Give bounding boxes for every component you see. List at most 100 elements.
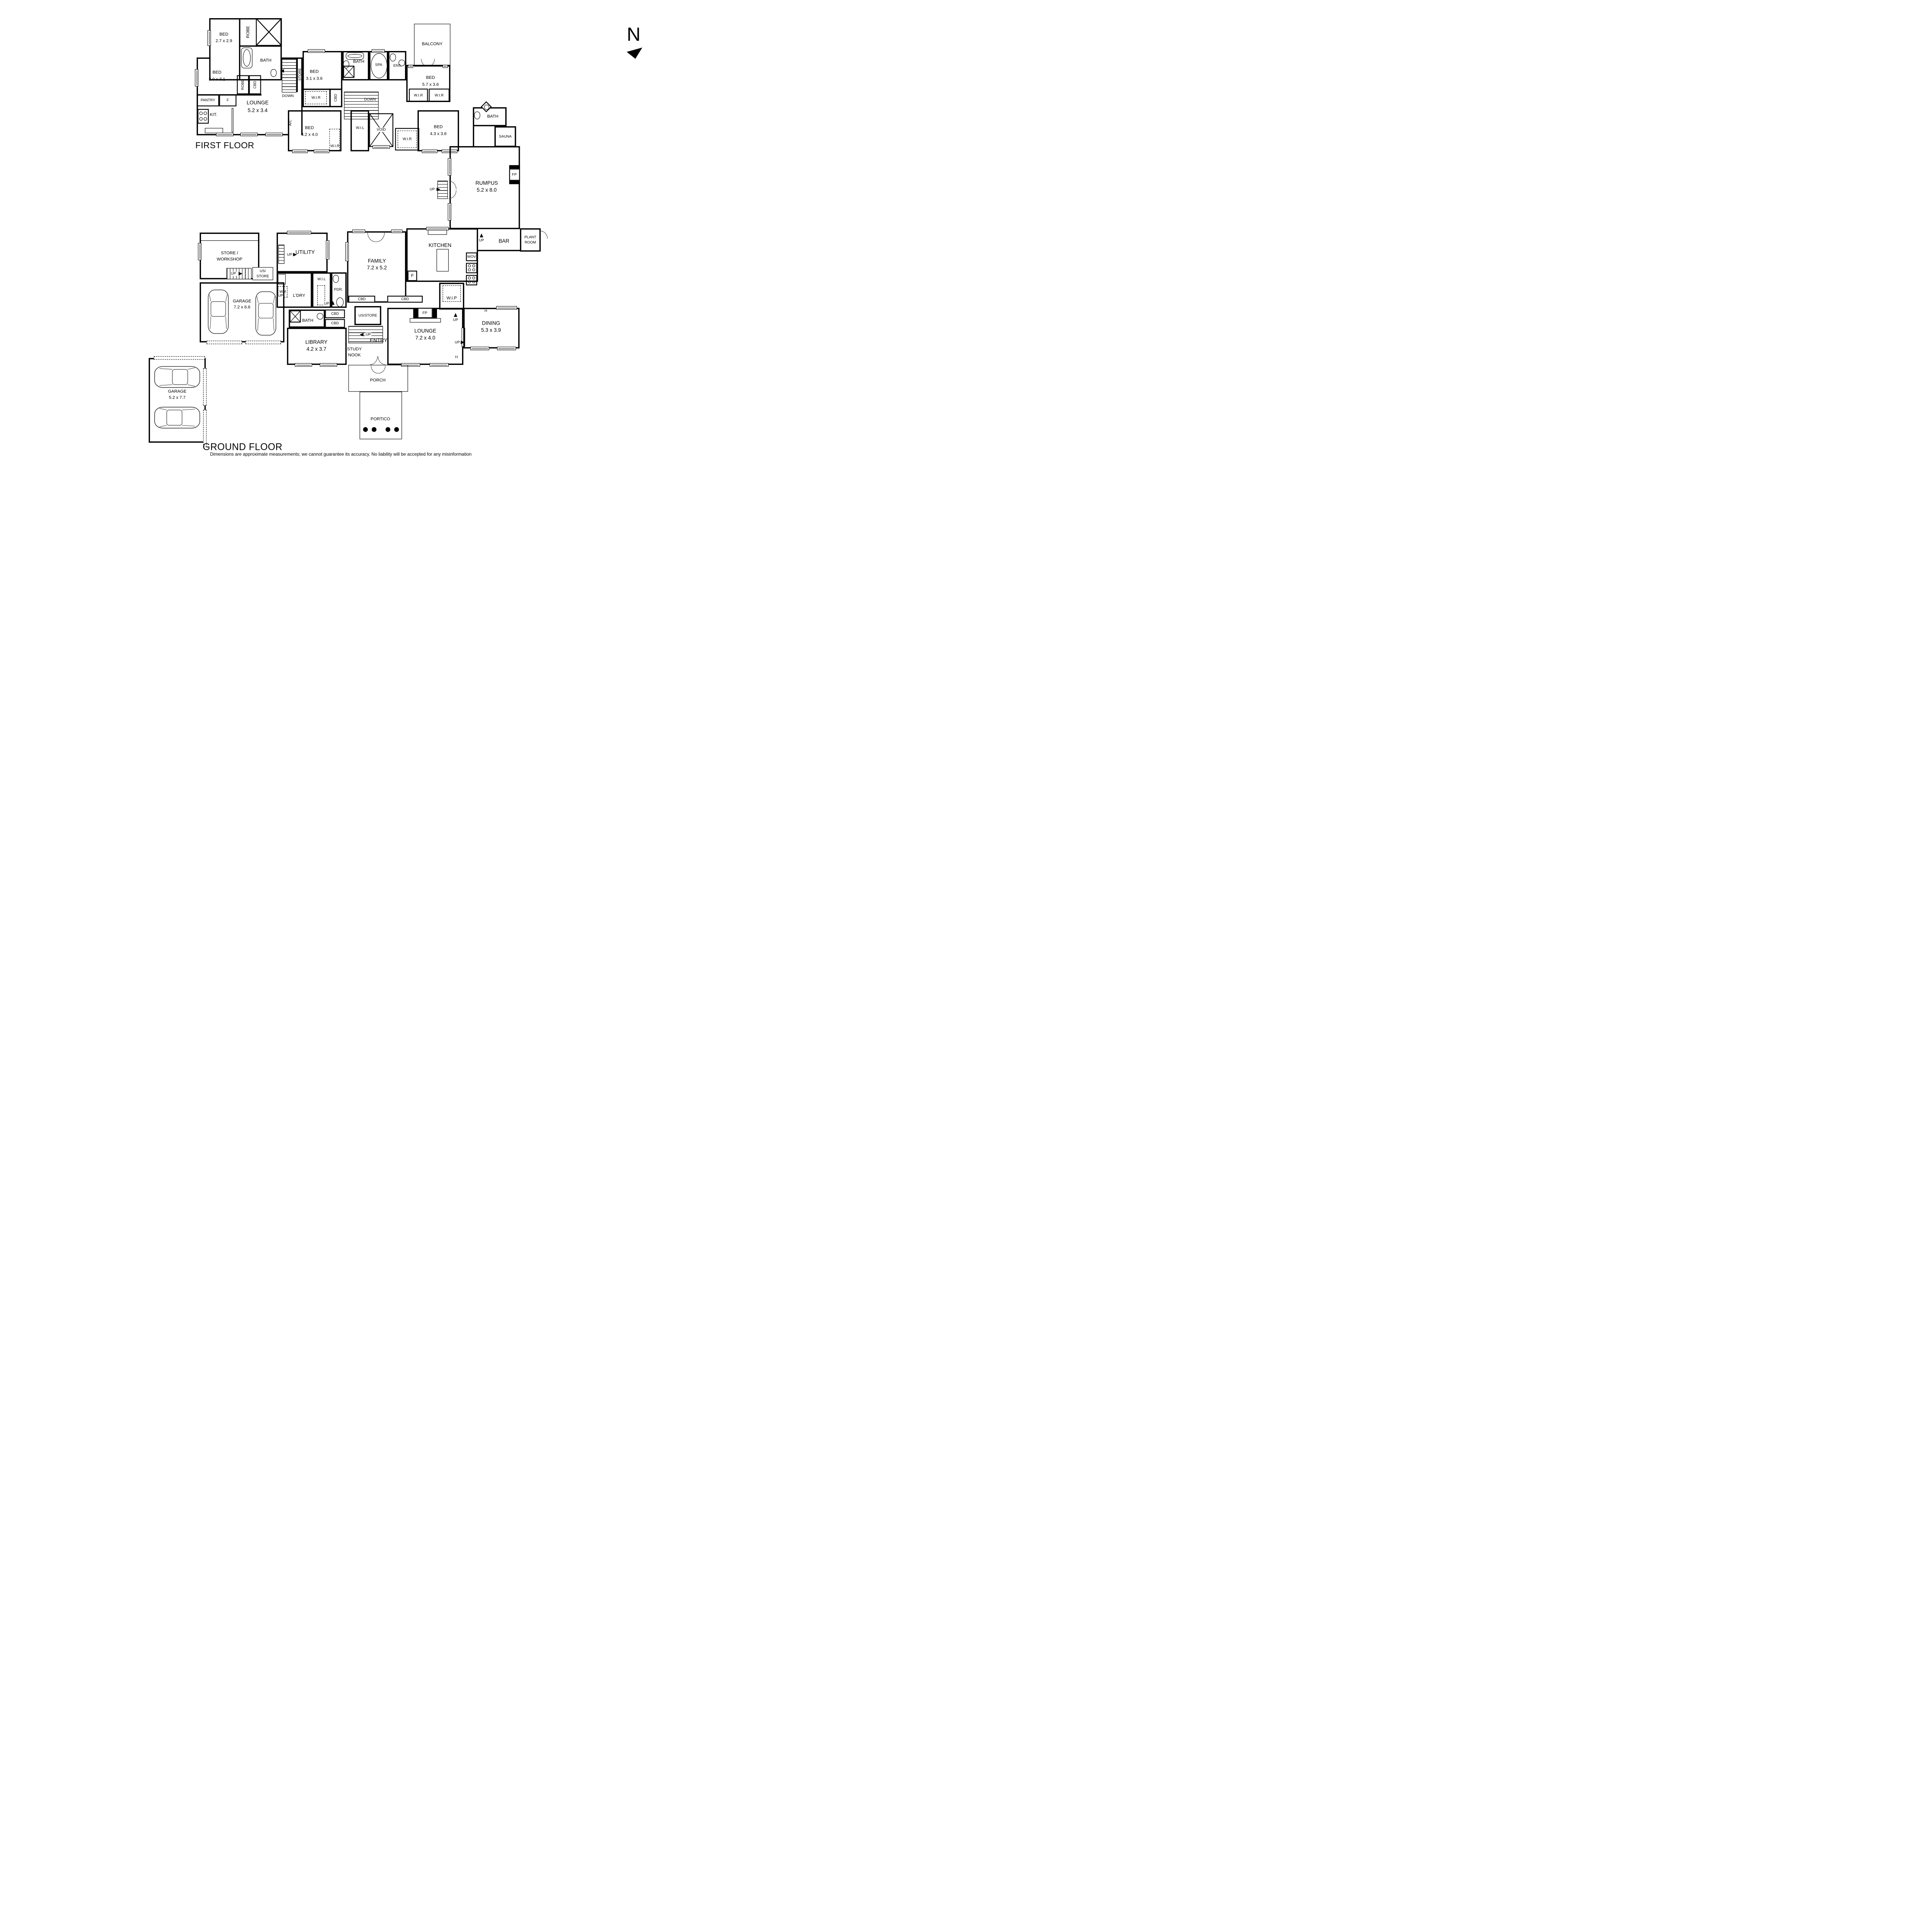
garage2-name: GARAGE [167, 389, 187, 394]
bath2-label: BATH [353, 59, 364, 65]
pantry-label: PANTRY [201, 98, 215, 102]
wil-label: W.I.L [355, 125, 364, 130]
garage-door [203, 368, 207, 406]
basin-icon [398, 60, 405, 66]
cooktop-burners-icon [468, 264, 475, 271]
fireplace-side [413, 308, 418, 318]
stairs-down-main [344, 92, 379, 119]
void-label: VOID [376, 127, 386, 132]
spa-icon [371, 53, 388, 78]
fridge-box [407, 271, 417, 281]
wall [239, 45, 282, 47]
h-label: H [484, 308, 487, 313]
north-arrow-icon [626, 48, 643, 59]
pdr-label: PDR. [334, 287, 343, 292]
bed3-dim: 3.1 x 3.6 [306, 76, 323, 81]
garage-door [206, 340, 242, 344]
cabinet [348, 296, 375, 303]
fireplace-box [509, 169, 520, 181]
up-label: UP [287, 252, 293, 257]
column-icon [371, 427, 377, 432]
room-bath-ff [342, 51, 369, 81]
sauna-label: SAUNA [499, 134, 512, 139]
window [265, 133, 283, 136]
wall [196, 57, 211, 59]
room-ens [388, 51, 406, 81]
wir-label: W.I.R [434, 93, 444, 97]
cupboard [249, 75, 261, 94]
bed4-name: BED [426, 75, 435, 80]
wil-corridor [350, 110, 369, 152]
fireplace-side [509, 165, 520, 169]
basin-icon [336, 297, 344, 307]
car-icon [207, 285, 230, 338]
balcony-label: BALCONY [422, 41, 443, 47]
column-icon [363, 427, 368, 432]
window [372, 145, 390, 149]
disclaimer-text: Dimensions are approximate measurements;… [210, 451, 472, 457]
window [470, 347, 490, 351]
wall [473, 126, 474, 147]
cbd-label: CBD [358, 296, 366, 301]
plant-room-label2: ROOM [524, 240, 536, 245]
plant-room-label1: PLANT [524, 235, 536, 239]
rumpus-dim: 5.2 x 8.0 [476, 187, 497, 193]
wir-label: W.I.R [403, 136, 412, 141]
wm-label: WM [279, 289, 286, 294]
up-arrow-icon [331, 301, 335, 305]
toilet-icon [474, 111, 480, 119]
wir-room [409, 89, 428, 102]
balcony [414, 24, 451, 67]
cabinet [325, 309, 345, 318]
window [294, 363, 312, 367]
lounge-name: LOUNGE [247, 99, 269, 106]
hearth [410, 318, 441, 323]
room-wil [312, 272, 331, 308]
room-ldry [276, 272, 312, 308]
spa-label: SPA [375, 62, 383, 67]
toilet-icon [389, 53, 396, 61]
portico-label: PORTICO [370, 417, 390, 422]
window [240, 133, 258, 136]
window [195, 69, 199, 87]
door-arc [370, 356, 378, 365]
down-label: DOWN [364, 97, 376, 102]
up-arrow-icon [238, 272, 243, 276]
study-nook-label1: STUDY [347, 347, 362, 352]
window [497, 347, 516, 351]
stairs-down [282, 59, 297, 93]
room-garage1 [199, 282, 285, 342]
wall [329, 89, 331, 107]
shower-icon [256, 18, 282, 46]
up-arrow-icon [480, 233, 483, 238]
fireplace-side [509, 180, 520, 184]
bed3-name: BED [310, 69, 319, 74]
dining-dim: 5.3 x 3.9 [481, 327, 501, 333]
up-arrow-icon [436, 187, 440, 191]
wir-outline [398, 130, 417, 148]
window [326, 240, 330, 260]
robe-label: ROBE [240, 79, 245, 90]
rumpus-name: RUMPUS [475, 180, 498, 186]
toilet-icon [333, 275, 339, 283]
fridge-label: F [411, 273, 414, 278]
bed2-dim: 3.0 x 3.1 [209, 77, 225, 82]
floorplan-page: N ROBE BATH BED 2.7 x 2.9 BED 3.0 x 3.1 … [0, 0, 678, 479]
us-store-label1: US/ [260, 268, 266, 273]
pantry-box [196, 94, 219, 107]
store-workshop-label1: STORE / [221, 251, 238, 256]
fridge-box [219, 94, 236, 107]
room-bed-5_7 [406, 65, 451, 102]
garage-door [154, 356, 205, 360]
column-icon [394, 427, 399, 432]
room-family [347, 231, 406, 303]
floorplan-canvas: N ROBE BATH BED 2.7 x 2.9 BED 3.0 x 3.1 … [0, 0, 678, 479]
garage-door [245, 340, 281, 344]
bed6-name: BED [434, 124, 443, 129]
kitchen-counter [231, 108, 234, 133]
bed4-dim: 5.7 x 3.6 [422, 82, 439, 87]
bathtub-icon [241, 48, 253, 68]
laundry-sink-icon [278, 274, 286, 285]
bed2-name: BED [213, 70, 222, 75]
porch [348, 365, 408, 392]
